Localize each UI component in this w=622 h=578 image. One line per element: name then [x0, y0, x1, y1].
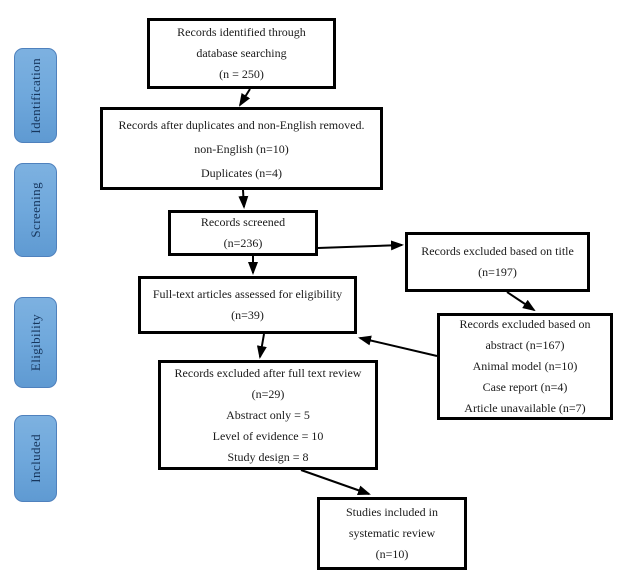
box-excluded-abstract-line1: Records excluded based on	[459, 317, 591, 331]
box-excluded-abstract-line2: abstract (n=167)	[485, 338, 565, 352]
box-studies-included: Studies included in systematic review (n…	[317, 497, 467, 570]
box-records-screened-line1: Records screened	[200, 215, 286, 229]
arrow-deduplicated-to-screened	[238, 189, 249, 209]
stage-label-identification: Identification	[14, 48, 57, 143]
box-after-duplicates-removed: Records after duplicates and non-English…	[100, 107, 383, 190]
box-after-duplicates-line2: non-English (n=10)	[194, 141, 289, 156]
box-records-screened-count: (n=236)	[223, 236, 263, 250]
box-excluded-title-count: (n=197)	[478, 265, 517, 279]
box-studies-included-count: (n=10)	[375, 547, 409, 561]
arrow-excluded-fulltext-to-included	[300, 469, 371, 496]
box-excluded-based-on-abstract: Records excluded based on abstract (n=16…	[437, 313, 613, 420]
stage-label-identification-text: Identification	[27, 57, 43, 134]
arrow-identified-to-deduplicated	[238, 88, 251, 107]
box-excluded-abstract-line4: Case report (n=4)	[482, 380, 568, 394]
arrow-screened-to-excluded-title	[317, 240, 404, 251]
box-studies-included-line2: systematic review	[348, 526, 436, 540]
box-after-duplicates-line3: Duplicates (n=4)	[200, 165, 283, 180]
stage-label-screening: Screening	[14, 163, 57, 257]
box-excluded-fulltext-count: (n=29)	[251, 386, 285, 401]
box-records-identified-line2: database searching	[196, 46, 287, 60]
box-after-duplicates-line1: Records after duplicates and non-English…	[118, 117, 365, 132]
box-fulltext-assessed: Full-text articles assessed for eligibil…	[138, 276, 357, 334]
stage-label-screening-text: Screening	[27, 182, 43, 238]
box-excluded-title-line1: Records excluded based on title	[421, 244, 574, 258]
box-excluded-abstract-line5: Article unavailable (n=7)	[464, 401, 586, 415]
box-records-identified: Records identified through database sear…	[147, 18, 336, 89]
box-records-identified-count: (n = 250)	[219, 67, 264, 81]
stage-label-eligibility: Eligibility	[14, 297, 57, 388]
box-excluded-fulltext-line3: Abstract only = 5	[226, 407, 310, 422]
box-excluded-abstract-line3: Animal model (n=10)	[472, 359, 578, 373]
box-excluded-fulltext-line4: Level of evidence = 10	[212, 428, 324, 443]
arrow-fulltext-to-excluded-fulltext	[256, 333, 267, 359]
stage-label-included: Included	[14, 415, 57, 502]
box-excluded-after-fulltext-review: Records excluded after full text review …	[158, 360, 378, 470]
box-excluded-fulltext-line1: Records excluded after full text review	[174, 365, 362, 380]
box-records-screened: Records screened (n=236)	[168, 210, 318, 256]
box-fulltext-line1: Full-text articles assessed for eligibil…	[152, 287, 343, 301]
stage-label-included-text: Included	[27, 434, 43, 483]
box-studies-included-line1: Studies included in	[346, 505, 438, 519]
box-excluded-based-on-title: Records excluded based on title (n=197)	[405, 232, 590, 292]
box-records-identified-line1: Records identified through	[177, 25, 306, 39]
arrow-excluded-abstract-to-fulltext	[358, 335, 438, 357]
stage-label-eligibility-text: Eligibility	[27, 313, 43, 372]
box-excluded-fulltext-line5: Study design = 8	[227, 449, 309, 464]
box-fulltext-count: (n=39)	[231, 308, 264, 322]
arrow-excluded-title-to-excluded-abstract	[506, 291, 536, 312]
